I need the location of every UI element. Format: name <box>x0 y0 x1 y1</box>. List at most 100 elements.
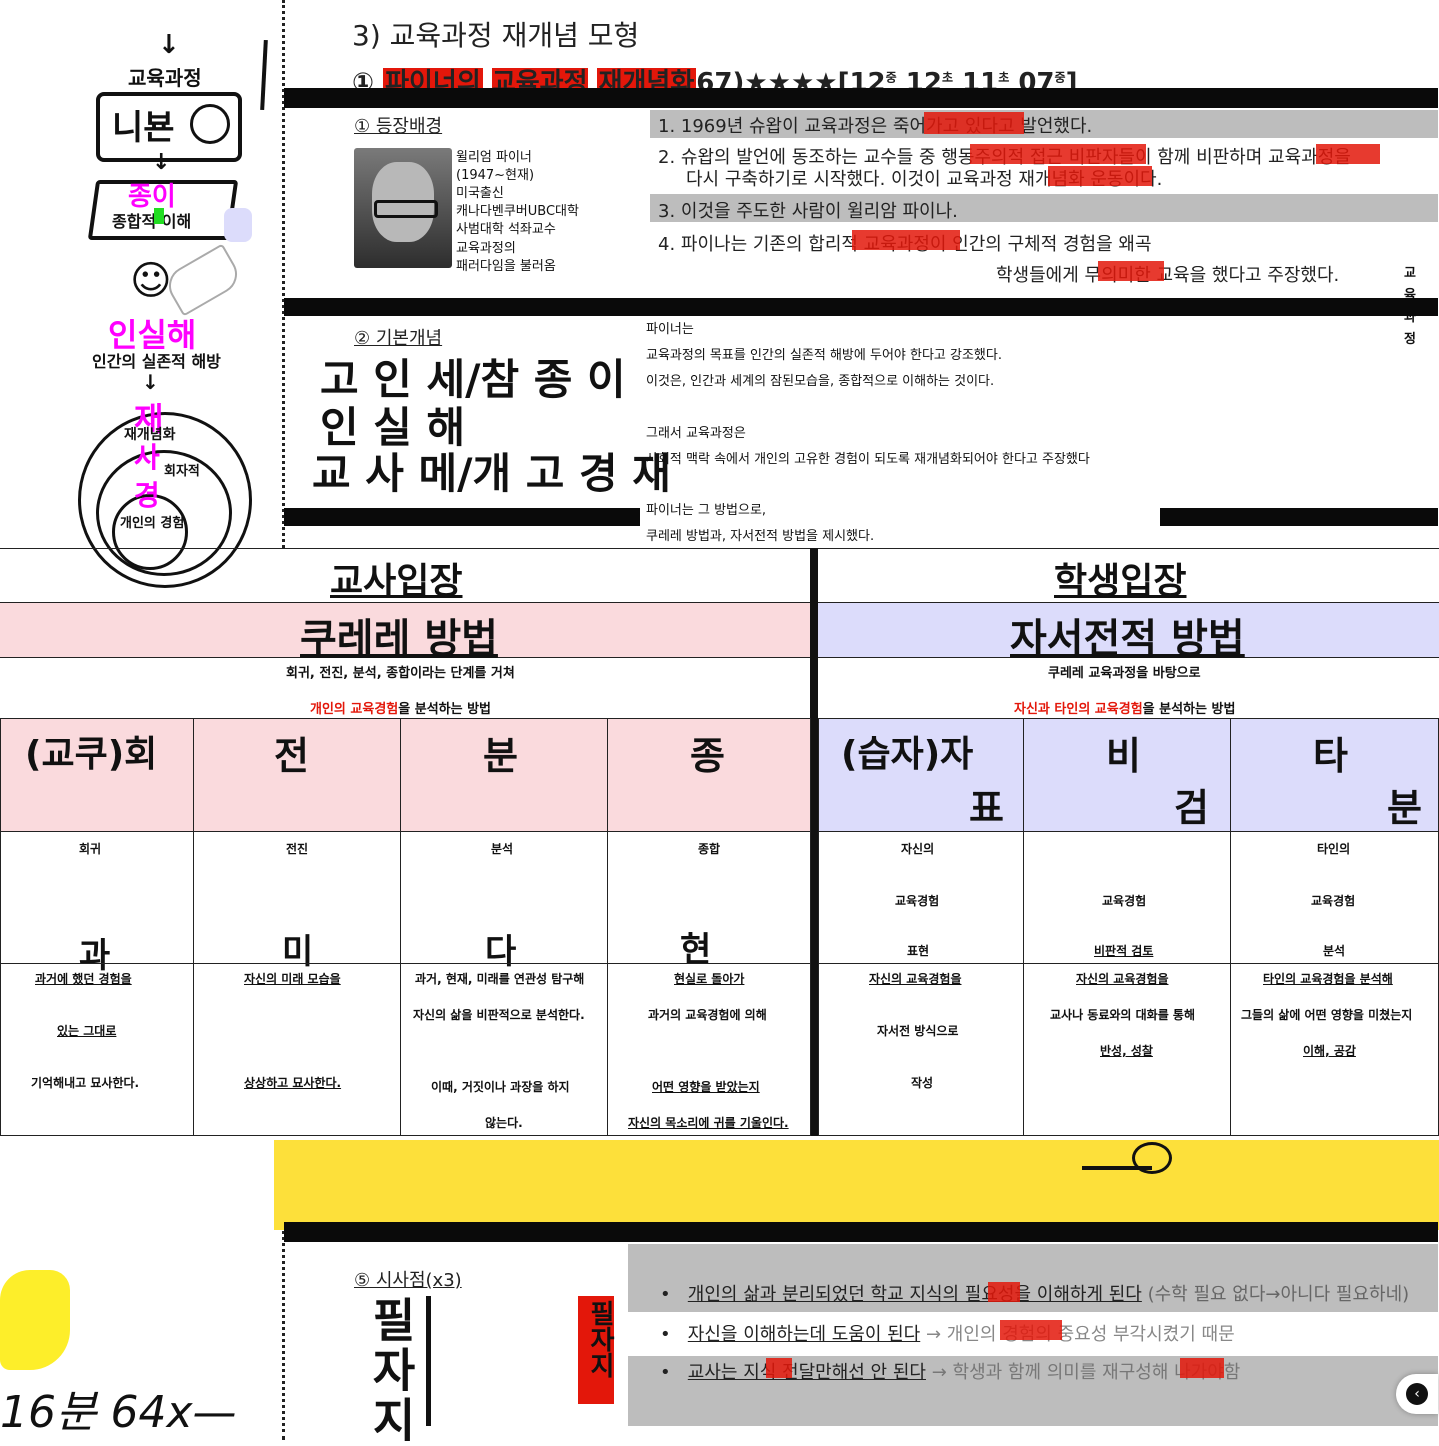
red-mark-5 <box>852 230 960 250</box>
col-head-6-text: 타 <box>1313 734 1348 778</box>
impl-bullet-3: • 교사는 지식 전달만해선 안 된다 → 학생과 함께 의미를 재구성해 나가… <box>660 1362 1241 1383</box>
red-mark-6 <box>1098 261 1164 281</box>
concept-hand-2: 인 실 해 <box>320 403 466 452</box>
right-desc-2-rest: 을 분석하는 방법 <box>1142 702 1236 717</box>
col-head-2-text: 분 <box>483 734 518 778</box>
col-label-5-text3: 비판적 검토 <box>1094 944 1154 958</box>
col-detail-5: 자신의 교육경험을 교사나 동료와의 대화를 통해 반성, 성찰 <box>1023 963 1231 1136</box>
impl-red-2 <box>1000 1320 1062 1340</box>
side-vertical-1: 육 <box>1404 288 1416 303</box>
black-bar-1 <box>284 88 1438 108</box>
glasses-icon <box>374 200 438 218</box>
note-arrow-top: ↓ <box>158 30 180 60</box>
black-bar-4 <box>284 1222 1438 1242</box>
note-jae: 재 <box>134 400 164 438</box>
col-detail-4: 자신의 교육경험을 자서전 방식으로 작성 <box>818 963 1024 1136</box>
chevron-left-icon: ‹ <box>1406 1383 1428 1405</box>
col-label-6-text2: 교육경험 <box>1311 894 1356 908</box>
concept-line-4: 그래서 교육과정은 <box>646 426 746 441</box>
col-head-4-text: (습자)자 <box>841 734 974 775</box>
col-head-1-text: 전 <box>274 734 309 778</box>
bg-item-2b: 다시 구축하기로 시작했다. 이것이 교육과정 재개념화 운동이다. <box>686 169 1163 190</box>
right-desc-1: 쿠레레 교육과정을 바탕으로 <box>1048 666 1201 681</box>
red-mark-2 <box>970 144 1146 164</box>
concept-hand-3: 교 사 메/개 고 경 재 <box>312 449 671 498</box>
col-label-4-text2: 교육경험 <box>895 894 940 908</box>
impl-bullet-3-main: 교사는 지식 전달만해선 안 된다 <box>687 1362 926 1383</box>
note-arrow-2: ↓ <box>152 150 171 175</box>
hand-loop <box>1082 1142 1172 1174</box>
table-top-border <box>0 548 1439 549</box>
col-label-6-text3: 분석 <box>1323 944 1346 958</box>
col-hand-2: 다 <box>485 932 517 972</box>
concept-line-8: 쿠레레 방법과, 자서전적 방법을 제시했다. <box>646 529 875 544</box>
green-mark <box>154 208 164 224</box>
gray-row-3 <box>650 194 1438 222</box>
black-bar-3a <box>284 508 640 526</box>
col-detail-3-4: 자신의 목소리에 귀를 기울인다. <box>628 1116 789 1130</box>
col-detail-0-1: 있는 그대로 <box>57 1024 117 1038</box>
left-desc-2: 개인의 교육경험을 분석하는 방법 <box>310 698 491 717</box>
note-arrow-3: ↓ <box>142 370 159 394</box>
col-detail-3: 현실로 돌아가 과거의 교육경험에 의해 어떤 영향을 받았는지 자신의 목소리… <box>607 963 811 1136</box>
col-head-5-text2: 검 <box>1174 786 1209 830</box>
ring-middle <box>96 450 232 576</box>
bio-2: 미국출신 <box>456 186 504 201</box>
impl-bullet-1-note: (수학 필요 없다→아니다 필요하네) <box>1147 1284 1410 1305</box>
note-pink-1-sub: 인간의 실존적 해방 <box>92 352 221 371</box>
globe-icon <box>190 104 230 144</box>
note-box <box>96 92 242 162</box>
col-head-5-text: 비 <box>1106 734 1141 778</box>
col-label-1-text: 전진 <box>286 842 309 856</box>
left-method-band <box>0 602 810 658</box>
table-center-divider <box>810 548 818 1136</box>
concept-hand-1: 고 인 세/참 종 이 <box>320 355 626 404</box>
col-detail-2-4: 않는다. <box>485 1116 523 1130</box>
concept-line-5: 사회적 맥락 속에서 개인의 고유한 경험이 되도록 재개념화되어야 한다고 주… <box>646 452 1090 467</box>
feather-sketch <box>161 243 245 317</box>
subtitle-ref-2: 초 <box>941 70 953 85</box>
implications-hand: 필자지 <box>364 1296 418 1446</box>
left-method: 쿠레레 방법 <box>300 616 498 662</box>
col-head-5: 비 검 <box>1023 718 1231 832</box>
col-label-6: 타인의 교육경험 분석 <box>1230 831 1439 964</box>
col-hand-0: 과 <box>79 936 111 976</box>
impl-red-4 <box>766 1358 792 1378</box>
red-mark-3 <box>1316 144 1380 164</box>
col-detail-5-2: 반성, 성찰 <box>1100 1044 1153 1058</box>
col-label-5: 교육경험 비판적 검토 <box>1023 831 1231 964</box>
note-box-word: 니뵨 <box>112 108 175 148</box>
dotted-divider-lower <box>282 1140 285 1440</box>
gray-row-1 <box>650 110 1438 138</box>
bio-3: 캐나다벤쿠버UBC대학 <box>456 204 579 219</box>
note-ring-2: 회자적 <box>164 464 200 479</box>
col-label-5-text2: 교육경험 <box>1102 894 1147 908</box>
left-desc-2-rest: 을 분석하는 방법 <box>398 702 492 717</box>
red-tag-text: 필자지 <box>585 1300 615 1378</box>
note-paper-sub: 종합적 이해 <box>112 212 192 231</box>
impl-red-1 <box>988 1282 1020 1302</box>
col-detail-6-2: 이해, 공감 <box>1303 1044 1356 1058</box>
impl-bullet-1-main: 개인의 삶과 분리되었던 학교 지식의 필요성을 이해하게 된다 <box>687 1284 1142 1305</box>
col-head-3: 종 <box>607 718 811 832</box>
col-detail-2: 과거, 현재, 미래를 연관성 탐구해 자신의 삶을 비판적으로 분석한다. 이… <box>400 963 608 1136</box>
bg-item-3: 3. 이것을 주도한 사람이 윌리암 파이나. <box>658 201 958 222</box>
impl-bullet-2: • 자신을 이해하는데 도움이 된다 → 개인의 경험의 중요성 부각시켰기 때… <box>660 1324 1235 1345</box>
black-bar-2 <box>284 298 1438 316</box>
implications-hand-line <box>426 1296 431 1426</box>
bio-5: 교육과정의 <box>456 241 516 256</box>
col-label-2-text: 분석 <box>491 842 514 856</box>
note-ring-3: 개인의 경험 <box>120 516 185 531</box>
col-head-0-text: (교쿠)회 <box>25 734 158 775</box>
col-label-6-text: 타인의 <box>1317 842 1351 856</box>
col-label-0-text: 회귀 <box>79 842 102 856</box>
impl-red-3 <box>1180 1358 1224 1378</box>
right-desc-2-red: 자신과 타인의 교육경험 <box>1014 702 1143 717</box>
col-detail-4-2: 작성 <box>911 1076 934 1090</box>
nav-button[interactable]: ‹ <box>1396 1374 1438 1414</box>
note-sa: 사 <box>134 441 160 474</box>
portrait-photo <box>354 148 452 268</box>
col-detail-2-3: 이때, 거짓이나 과장을 하지 <box>431 1080 570 1094</box>
col-label-0: 회귀 과 <box>0 831 194 976</box>
bottom-hand: 16분 64x— <box>0 1387 237 1438</box>
